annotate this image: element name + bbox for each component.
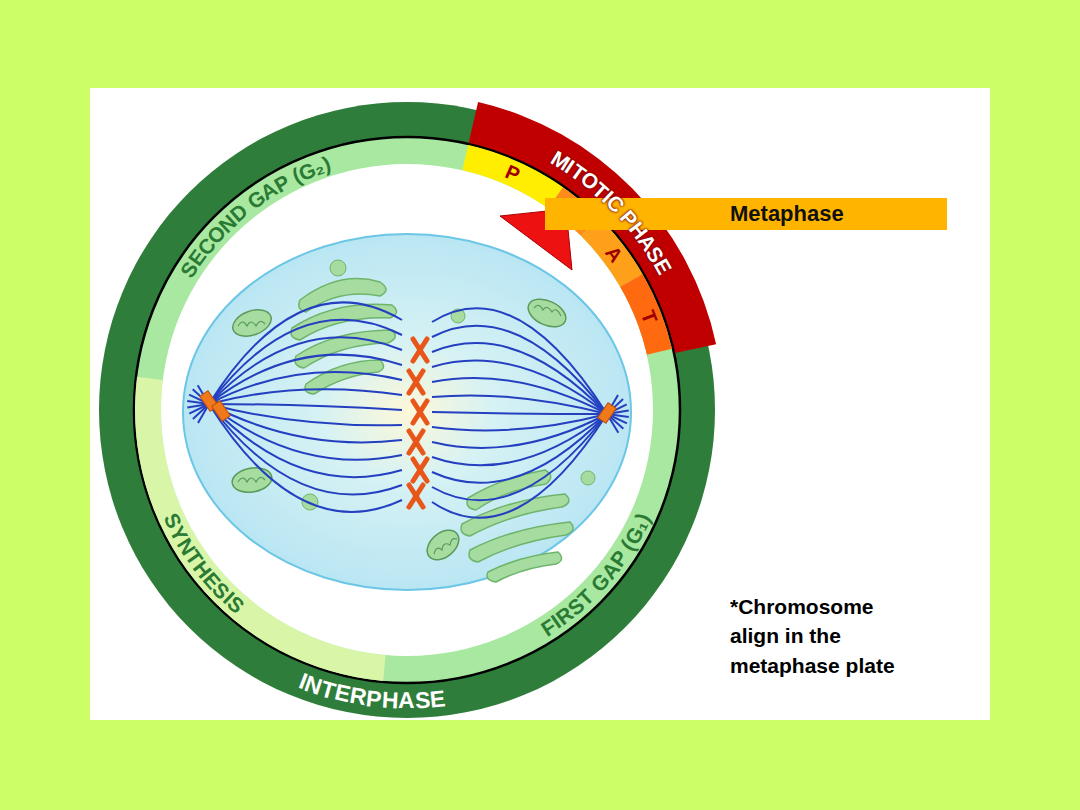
phase-name: SECOND GAP (G₂) xyxy=(177,153,338,282)
chromosome-arm xyxy=(409,431,423,453)
spindle-fibre xyxy=(209,320,402,404)
spindle-fibre xyxy=(209,404,402,477)
inner-ground xyxy=(161,164,653,656)
spindle-fibre xyxy=(209,389,402,404)
phase-name: FIRST GAP (G₁) xyxy=(536,506,654,639)
phase-label: Metaphase xyxy=(730,201,844,227)
spindle-fibre xyxy=(209,404,402,410)
spindle-fibres xyxy=(187,302,629,517)
spindle-fibre xyxy=(432,414,607,518)
spindle-fibre xyxy=(432,414,607,483)
chromosomes xyxy=(409,339,427,507)
spindle-fibre xyxy=(432,412,607,414)
spindle-fibre xyxy=(432,378,607,414)
chromosome-arm xyxy=(409,485,423,507)
stage-letter: A xyxy=(602,242,627,267)
chromosome-arm xyxy=(409,371,423,393)
spindle-fibre xyxy=(432,308,607,414)
spindle-fibre xyxy=(432,343,607,414)
spindle-fibre xyxy=(432,326,607,414)
centrosome xyxy=(212,401,231,421)
spindle-fibre xyxy=(209,355,402,404)
stage-letter: P xyxy=(500,161,524,185)
spindle-fibre xyxy=(432,414,607,448)
spindle-fibre xyxy=(432,395,607,414)
note-text: *Chromosome align in the metaphase plate xyxy=(730,592,915,680)
chromosome-arm xyxy=(413,401,427,423)
chromosome-arm xyxy=(413,459,427,481)
cycle-rings xyxy=(99,102,716,718)
centrosome xyxy=(598,403,617,423)
cell-body xyxy=(183,234,631,590)
spindle-fibre xyxy=(209,404,402,512)
spindle-fibre xyxy=(432,361,607,414)
chromosome-arm xyxy=(413,401,427,423)
chromosome-arm xyxy=(409,431,423,453)
spindle-fibre xyxy=(209,337,402,404)
spindle-fibre xyxy=(209,404,402,495)
stage-letter: T xyxy=(637,305,660,328)
spindle-fibre xyxy=(209,404,402,425)
phase-name: INTERPHASE xyxy=(291,670,452,715)
organelles xyxy=(229,260,595,582)
spindle-fibre xyxy=(209,372,402,404)
spindle-fibre xyxy=(209,302,402,404)
chromosome-arm xyxy=(413,339,427,361)
chromosome-arm xyxy=(409,371,423,393)
phase-name: SYNTHESIS xyxy=(160,508,248,617)
chromosome-arm xyxy=(413,339,427,361)
white-panel xyxy=(90,88,990,720)
spindle-fibre xyxy=(432,414,607,430)
chromosome-arm xyxy=(413,459,427,481)
chromosome-arm xyxy=(409,485,423,507)
spindle-fibre xyxy=(432,414,607,500)
